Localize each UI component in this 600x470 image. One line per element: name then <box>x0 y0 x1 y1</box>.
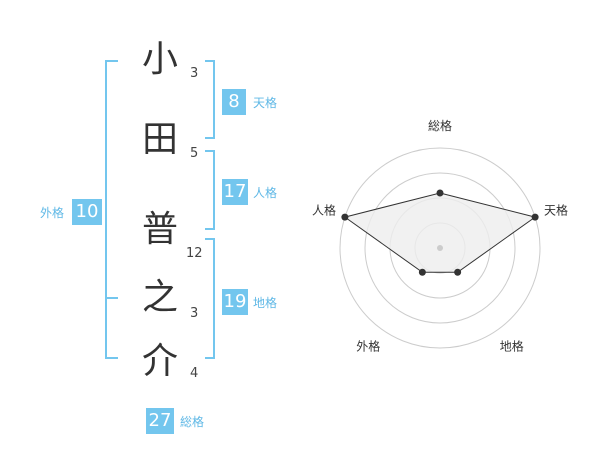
stroke-count-4: 3 <box>190 306 199 321</box>
radar-point <box>341 213 349 221</box>
tenkaku-label: 天格 <box>253 96 278 110</box>
chikaku-bracket-bottom <box>205 357 215 359</box>
radar-polygon <box>343 192 537 273</box>
tenkaku-bracket-bottom <box>205 137 215 139</box>
radar-point <box>454 268 462 276</box>
name-char-3: 普 <box>141 209 178 250</box>
gaikaku-badge: 10 <box>72 199 102 225</box>
radar-point <box>531 213 539 221</box>
stroke-count-3: 12 <box>186 246 203 261</box>
radar-axis-label: 総格 <box>428 118 452 133</box>
tenkaku-badge: 8 <box>222 89 246 115</box>
chikaku-badge: 19 <box>222 289 248 315</box>
radar-axis-label: 天格 <box>544 202 568 217</box>
chikaku-label: 地格 <box>253 296 278 310</box>
radar-axis-label: 地格 <box>500 339 524 354</box>
gaikaku-bracket-bottom <box>105 357 118 359</box>
jinkaku-badge: 17 <box>222 179 248 205</box>
stroke-count-2: 5 <box>190 146 199 161</box>
stroke-count-1: 3 <box>190 66 199 81</box>
soukaku-label: 総格 <box>180 415 205 429</box>
radar-center-dot <box>437 245 443 251</box>
gaikaku-bracket-vertical <box>105 60 107 359</box>
radar-point <box>436 189 444 197</box>
chikaku-bracket-vertical <box>213 238 215 359</box>
radar-axis-label: 人格 <box>312 202 336 217</box>
jinkaku-label: 人格 <box>253 186 278 200</box>
jinkaku-bracket-top <box>205 150 215 152</box>
name-char-2: 田 <box>141 119 178 160</box>
stroke-count-5: 4 <box>190 366 199 381</box>
tenkaku-bracket-top <box>205 60 215 62</box>
radar-points <box>341 189 539 276</box>
jinkaku-bracket-bottom <box>205 228 215 230</box>
tenkaku-bracket-vertical <box>213 60 215 139</box>
jinkaku-bracket-vertical <box>213 150 215 230</box>
name-char-1: 小 <box>141 39 178 80</box>
chikaku-bracket-top <box>205 238 215 240</box>
radar-point <box>418 268 426 276</box>
gaikaku-bracket-top <box>105 60 118 62</box>
name-char-4: 之 <box>141 277 178 318</box>
radar-ring <box>364 172 516 324</box>
gaikaku-bracket-mid <box>105 297 118 299</box>
radar-axis-label: 外格 <box>356 339 380 354</box>
radar-ring <box>339 147 541 349</box>
soukaku-badge: 27 <box>146 408 174 434</box>
name-char-5: 介 <box>141 341 178 382</box>
gaikaku-label: 外格 <box>40 206 65 220</box>
